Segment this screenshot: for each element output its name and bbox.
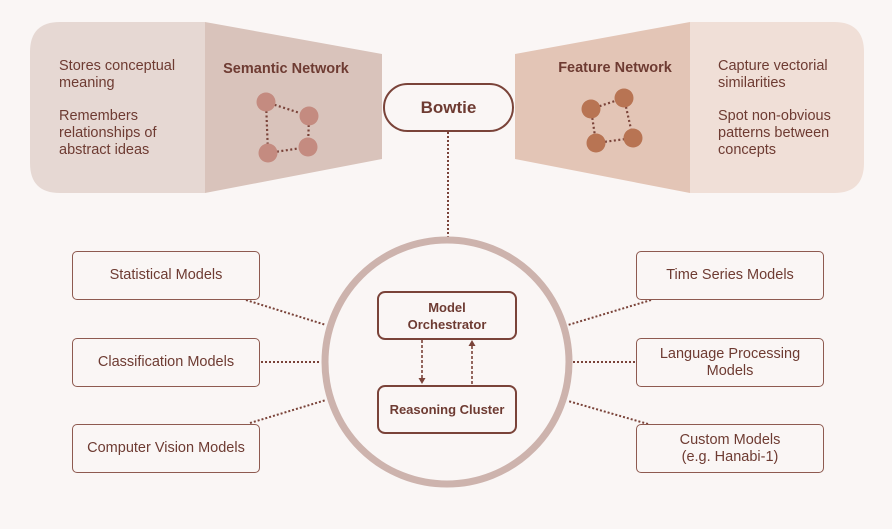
- language-processing-models-box[interactable]: Language Processing Models: [636, 338, 824, 387]
- connector-computer-vision: [249, 399, 327, 424]
- model-label: Language Processing Models: [659, 345, 801, 379]
- semantic-trapezoid: [205, 22, 382, 193]
- graph-node: [614, 88, 634, 108]
- feature-network-title: Feature Network: [558, 60, 672, 76]
- semantic-description: Stores conceptual meaning: [59, 58, 176, 91]
- model-label: Statistical Models: [109, 267, 223, 283]
- feature-graph-icon: [581, 88, 643, 153]
- semantic-description: Remembers relationships of abstract idea…: [59, 108, 157, 158]
- feature-panel: [690, 22, 864, 193]
- arrow-down-icon: [418, 378, 426, 384]
- model-label: Custom Models (e.g. Hanabi-1): [679, 431, 781, 465]
- core-ring: [321, 236, 573, 488]
- semantic-descriptions: Stores conceptual meaning Remembers rela…: [59, 58, 199, 175]
- model-label: Time Series Models: [666, 267, 794, 283]
- custom-models-box[interactable]: Custom Models (e.g. Hanabi-1): [636, 424, 824, 473]
- connector-custom: [567, 400, 649, 425]
- time-series-models-box[interactable]: Time Series Models: [636, 251, 824, 300]
- feature-description: Capture vectorial similarities: [718, 58, 828, 91]
- feature-trapezoid: [515, 22, 690, 193]
- bowtie-button[interactable]: Bowtie: [383, 83, 514, 132]
- reasoning-cluster-label: Reasoning Cluster: [389, 402, 505, 417]
- graph-node: [256, 92, 276, 112]
- model-label: Classification Models: [97, 354, 235, 370]
- computer-vision-models-box[interactable]: Computer Vision Models: [72, 424, 260, 473]
- model-orchestrator-label: Model Orchestrator: [407, 299, 487, 332]
- graph-node: [258, 143, 278, 163]
- feature-description: Spot non-obvious patterns between concep…: [718, 108, 831, 158]
- graph-node: [586, 133, 606, 153]
- connector-statistical: [245, 299, 327, 326]
- semantic-graph-icon: [256, 92, 319, 163]
- statistical-models-box[interactable]: Statistical Models: [72, 251, 260, 300]
- feature-descriptions: Capture vectorial similarities Spot non-…: [718, 58, 858, 175]
- graph-node: [623, 128, 643, 148]
- reasoning-cluster-box[interactable]: Reasoning Cluster: [377, 385, 517, 434]
- semantic-panel: [30, 22, 205, 193]
- graph-node: [581, 99, 601, 119]
- model-label: Computer Vision Models: [87, 440, 245, 456]
- arrow-up-icon: [468, 340, 476, 346]
- semantic-network-title: Semantic Network: [223, 61, 349, 77]
- model-orchestrator-box[interactable]: Model Orchestrator: [377, 291, 517, 340]
- connector-time-series: [567, 299, 652, 326]
- graph-node: [299, 106, 319, 126]
- classification-models-box[interactable]: Classification Models: [72, 338, 260, 387]
- graph-node: [298, 137, 318, 157]
